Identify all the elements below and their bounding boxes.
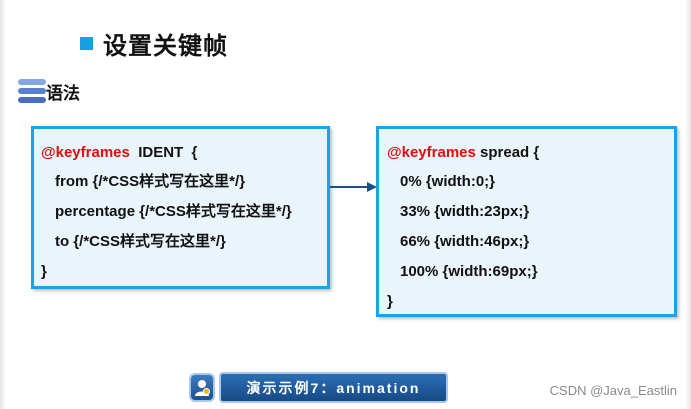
keyword-text: @keyframes (41, 144, 130, 161)
stack-icon (18, 78, 46, 104)
page-title: 设置关键帧 (103, 32, 228, 60)
code-text: IDENT { (129, 144, 198, 161)
code-text: spread { (475, 144, 540, 161)
keyword-text: @keyframes (387, 144, 476, 161)
code-line: to {/*CSS样式写在这里*/} (55, 233, 226, 250)
title-row: 设置关键帧 (80, 27, 228, 60)
code-line: 0% {width:0;} (400, 173, 496, 190)
watermark: CSDN @Java_Eastlin (549, 383, 677, 398)
arrow-right-icon (330, 182, 377, 192)
code-line: @keyframes IDENT { (41, 143, 197, 163)
section-heading: 语法 (18, 78, 80, 104)
code-line: @keyframes spread { (387, 143, 539, 163)
code-line: 100% {width:69px;} (400, 263, 538, 280)
demo-example-button[interactable]: 演示示例7：animation (189, 371, 448, 404)
demo-person-icon (189, 373, 215, 402)
code-line: 33% {width:23px;} (400, 203, 530, 220)
code-line: percentage {/*CSS样式写在这里*/} (55, 203, 292, 220)
code-line: } (41, 263, 47, 280)
demo-button-label: 演示示例7：animation (219, 372, 448, 403)
example-code-box: @keyframes spread { 0% {width:0;} 33% {w… (376, 126, 677, 317)
square-bullet-icon (80, 36, 93, 50)
section-label: 语法 (46, 83, 80, 103)
code-line: } (387, 293, 393, 310)
slide-edge-right (685, 0, 691, 409)
code-line: from {/*CSS样式写在这里*/} (55, 173, 246, 190)
syntax-code-box: @keyframes IDENT { from {/*CSS样式写在这里*/} … (31, 126, 330, 289)
code-line: 66% {width:46px;} (400, 233, 530, 250)
slide-edge-left (0, 0, 6, 409)
